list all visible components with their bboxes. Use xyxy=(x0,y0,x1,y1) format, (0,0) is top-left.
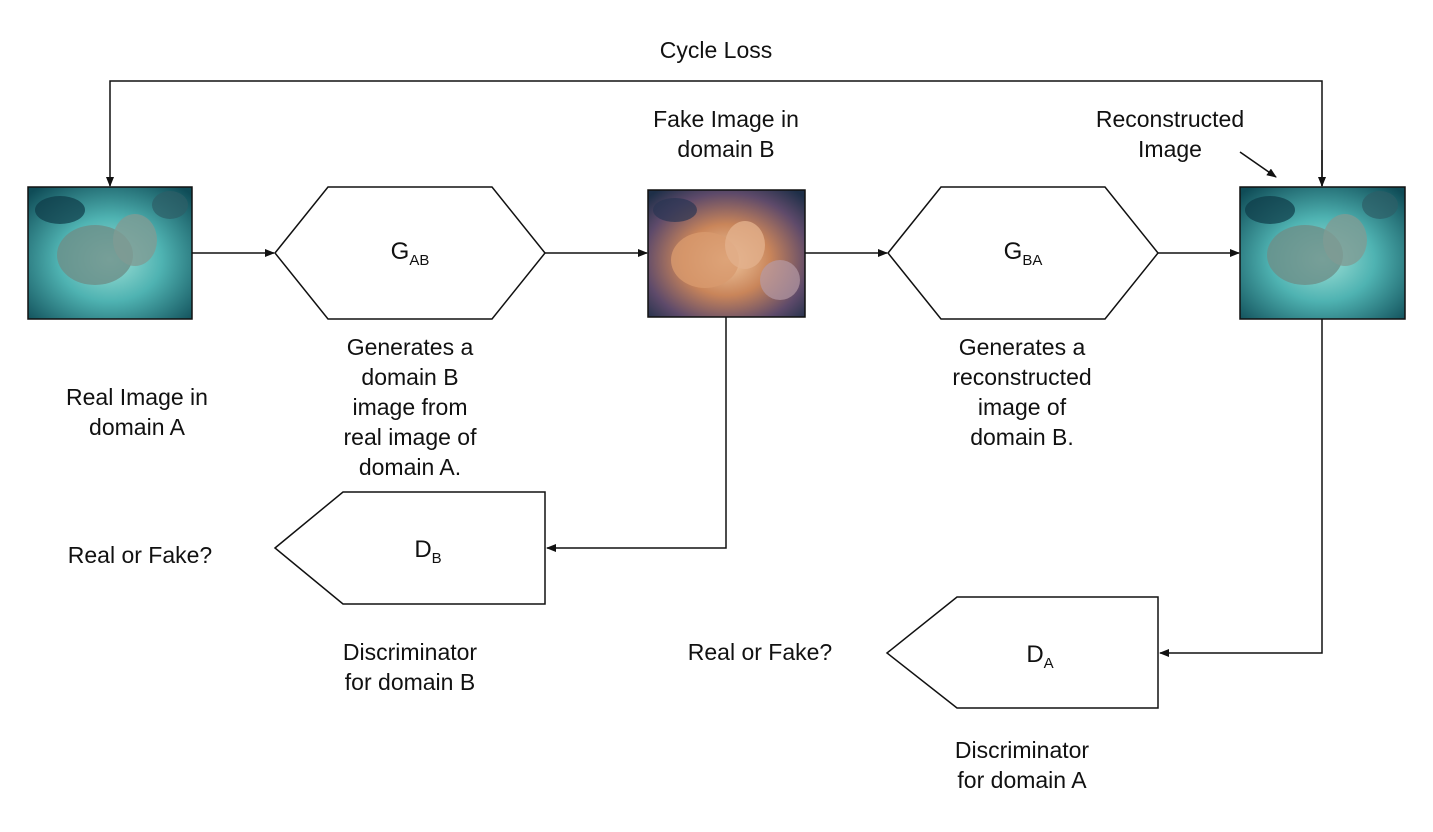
discriminator-b-shape xyxy=(273,491,546,605)
discriminator-a-label: DA xyxy=(990,641,1090,672)
generator-ab-main: G xyxy=(390,238,410,265)
reconstructed-image xyxy=(1239,186,1406,320)
generator-ba-label: GBA xyxy=(973,238,1073,269)
reconstructed-pointer-arrow xyxy=(1239,151,1277,178)
discriminator-a-sub: A xyxy=(1043,655,1054,672)
cycle-loss-line xyxy=(106,80,1323,187)
discriminator-b-question: Real or Fake? xyxy=(67,542,213,568)
arrow-reconstructed-to-da xyxy=(1159,319,1323,657)
discriminator-a-shape xyxy=(885,596,1159,709)
discriminator-a-question: Real or Fake? xyxy=(687,639,833,665)
generator-ab-label: GAB xyxy=(360,238,460,269)
generator-ba-main: G xyxy=(1003,238,1023,265)
generator-ab-sub: AB xyxy=(409,252,430,269)
discriminator-b-label: DB xyxy=(378,536,478,567)
discriminator-a-description: Discriminator for domain A xyxy=(954,737,1090,793)
real-image-label: Real Image in domain A xyxy=(66,384,208,440)
fake-image-domain-b xyxy=(647,189,806,318)
arrow-fake-image-to-db xyxy=(546,317,727,552)
real-image-domain-a xyxy=(27,186,193,320)
cycle-loss-label: Cycle Loss xyxy=(659,37,773,63)
generator-ba-description: Generates a reconstructed image of domai… xyxy=(952,334,1092,450)
reconstructed-image-label: Reconstructed Image xyxy=(1095,106,1245,162)
generator-ba-sub: BA xyxy=(1022,252,1043,269)
discriminator-b-main: D xyxy=(414,536,432,563)
fake-image-label: Fake Image in domain B xyxy=(653,106,799,162)
discriminator-b-description: Discriminator for domain B xyxy=(342,639,478,695)
discriminator-a-main: D xyxy=(1026,641,1044,668)
generator-ab-description: Generates a domain B image from real ima… xyxy=(343,334,477,480)
discriminator-b-sub: B xyxy=(431,550,442,567)
